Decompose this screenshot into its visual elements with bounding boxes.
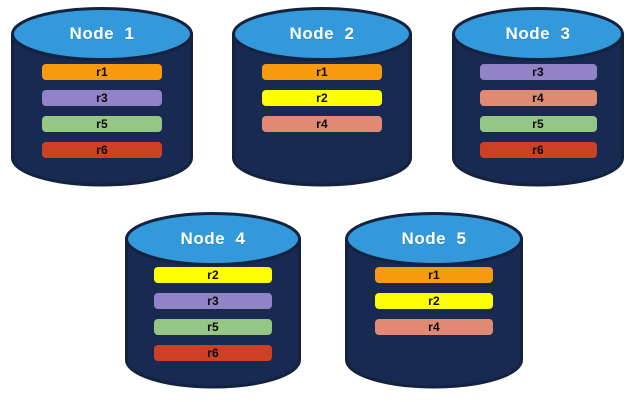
replica-bar[interactable]: r6 (42, 142, 162, 158)
replica-label: r2 (316, 91, 328, 105)
replica-label: r2 (428, 294, 440, 308)
replica-bar[interactable]: r6 (479, 142, 597, 158)
cylinder-top-ellipse (345, 212, 523, 266)
cylinder-top-ellipse (125, 212, 301, 266)
replica-bar[interactable]: r4 (262, 116, 382, 132)
replica-list: r1 r2 r4 (345, 267, 523, 335)
replica-label: r4 (532, 91, 544, 105)
replica-bar[interactable]: r1 (375, 267, 493, 283)
replica-bar[interactable]: r5 (479, 116, 597, 132)
replica-label: r3 (532, 65, 544, 79)
replica-bar[interactable]: r1 (42, 64, 162, 80)
replica-bar[interactable]: r2 (375, 293, 493, 309)
replica-list: r1 r3 r5 r6 (11, 64, 193, 158)
replica-label: r5 (96, 117, 108, 131)
replica-bar[interactable]: r5 (154, 319, 272, 335)
replica-label: r4 (316, 117, 328, 131)
cylinder-top-ellipse (232, 7, 412, 61)
replica-bar[interactable]: r6 (154, 345, 272, 361)
replica-label: r1 (316, 65, 328, 79)
replica-bar[interactable]: r3 (42, 90, 162, 106)
replica-list: r1 r2 r4 (232, 64, 412, 132)
replica-bar[interactable]: r3 (479, 64, 597, 80)
replica-bar[interactable]: r4 (375, 319, 493, 335)
replica-label: r3 (207, 294, 219, 308)
replica-label: r6 (207, 346, 219, 360)
replica-label: r5 (207, 320, 219, 334)
replica-label: r3 (96, 91, 108, 105)
replica-list: r2 r3 r5 r6 (125, 267, 301, 361)
replica-label: r1 (428, 268, 440, 282)
cylinder-top-ellipse (11, 7, 193, 61)
replica-bar[interactable]: r2 (154, 267, 272, 283)
replica-label: r2 (207, 268, 219, 282)
replica-bar[interactable]: r5 (42, 116, 162, 132)
replica-label: r4 (428, 320, 440, 334)
replica-bar[interactable]: r4 (479, 90, 597, 106)
replica-label: r6 (96, 143, 108, 157)
replica-bar[interactable]: r1 (262, 64, 382, 80)
cylinder-top-ellipse (452, 7, 624, 61)
replica-list: r3 r4 r5 r6 (452, 64, 624, 158)
replica-bar[interactable]: r3 (154, 293, 272, 309)
replica-label: r6 (532, 143, 544, 157)
replica-bar[interactable]: r2 (262, 90, 382, 106)
replica-label: r5 (532, 117, 544, 131)
replica-label: r1 (96, 65, 108, 79)
